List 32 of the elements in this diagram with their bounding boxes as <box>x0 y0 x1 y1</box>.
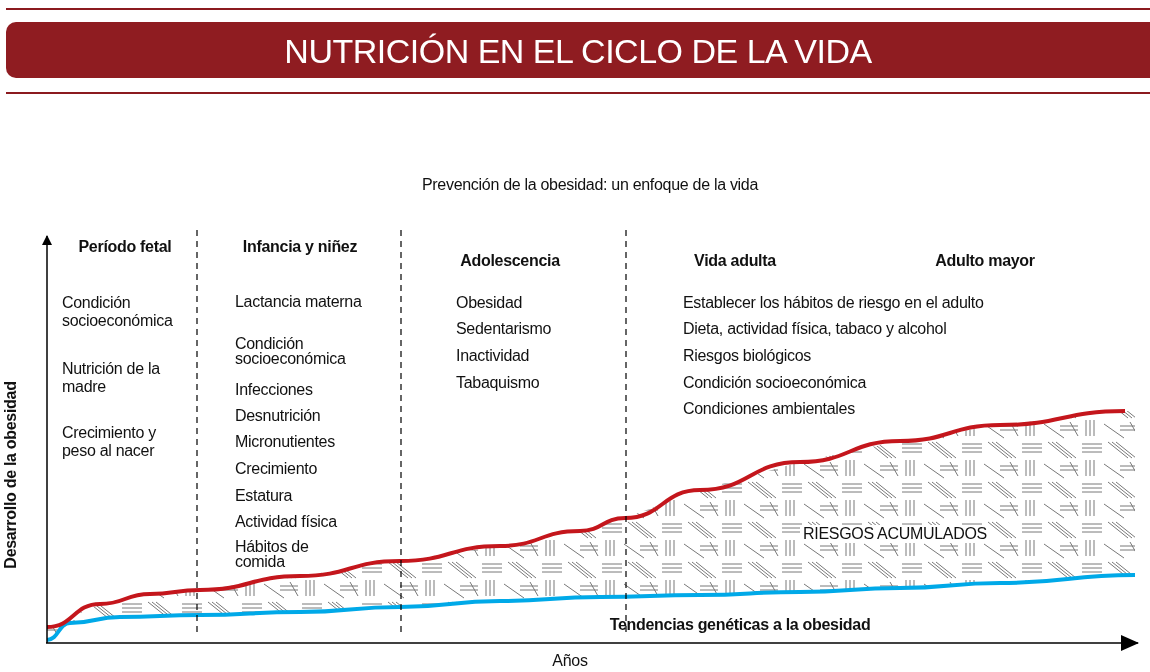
factor-text: Riesgos biológicos <box>683 347 812 365</box>
axis-title: Desarrollo de la obesidad <box>2 380 20 571</box>
factor-text: Condiciones ambientales <box>683 400 856 418</box>
factor-text: Hábitos de comida <box>235 539 310 569</box>
factor-text: Lactancia materna <box>235 294 363 309</box>
factor-text: Condición socioeconómica <box>683 374 868 392</box>
factor-text: Crecimiento <box>235 460 319 478</box>
curve-label: Tendencias genéticas a la obesidad <box>608 616 872 634</box>
factor-text: Crecimiento y peso al nacer <box>62 424 157 460</box>
factor-text: Tabaquismo <box>456 374 541 392</box>
factor-text: Establecer los hábitos de riesgo en el adulto <box>683 294 985 312</box>
factor-text: Condición socioeconómica <box>62 294 174 330</box>
title: NUTRICIÓN EN EL CICLO DE LA VIDA <box>283 32 873 70</box>
chart-subtitle: Prevención de la obesidad: un enfoque de la vida <box>420 176 760 194</box>
factor-text: Desnutrición <box>235 407 322 425</box>
stage-heading: Período fetal <box>77 237 173 257</box>
factor-text: Actividad física <box>235 513 338 531</box>
stage-heading: Infancia y niñez <box>241 237 359 257</box>
stage-heading: Adolescencia <box>459 251 562 271</box>
factor-text: Obesidad <box>456 294 524 312</box>
factor-text: Nutrición de la madre <box>62 360 161 396</box>
factor-text: Sedentarismo <box>456 320 553 338</box>
stage-heading: Adulto mayor <box>934 251 1036 271</box>
factor-text: Micronutientes <box>235 433 336 451</box>
area-label: RIESGOS ACUMULADOS <box>800 525 990 543</box>
factor-text: Estatura <box>235 487 294 505</box>
factor-text: Inactividad <box>456 347 531 365</box>
factor-text: Infecciones <box>235 381 314 399</box>
factor-text: Dieta, actividad física, tabaco y alcohol <box>683 320 948 338</box>
stage-heading: Vida adulta <box>693 251 778 271</box>
factor-text: Condición socioeconómica <box>235 336 347 366</box>
axis-title: Años <box>551 652 589 670</box>
